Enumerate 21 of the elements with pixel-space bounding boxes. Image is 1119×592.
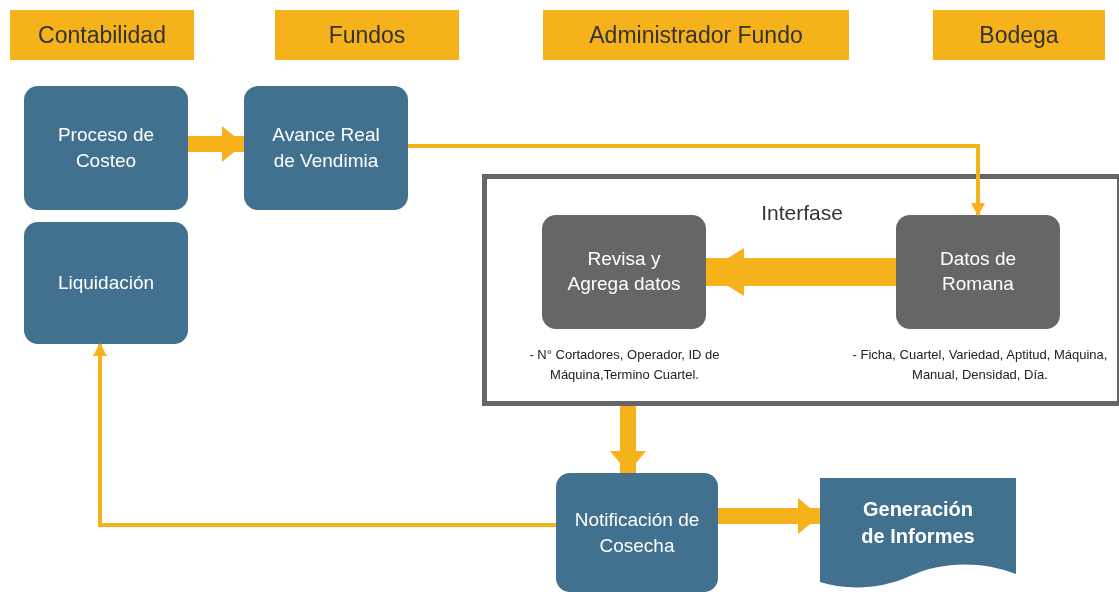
connector-arrow xyxy=(408,144,985,216)
process-box: Liquidación xyxy=(24,222,188,344)
lane-header: Bodega xyxy=(933,10,1105,60)
block-arrow xyxy=(610,406,646,473)
process-box: Proceso de Costeo xyxy=(24,86,188,210)
note-text: - N° Cortadores, Operador, ID de Máquina,Termino Cuartel. xyxy=(528,346,721,385)
process-box: Avance Real de Vendimia xyxy=(244,86,408,210)
process-box: Datos de Romana xyxy=(896,215,1060,329)
process-box: Notificación de Cosecha xyxy=(556,473,718,592)
process-box: Revisa y Agrega datos xyxy=(542,215,706,329)
box-label: Generación de Informes xyxy=(860,497,976,549)
note-text: - Ficha, Cuartel, Variedad, Aptitud, Máquina, Manual, Densidad, Día. xyxy=(851,346,1109,385)
block-arrow xyxy=(188,126,244,162)
lane-header: Administrador Fundo xyxy=(543,10,849,60)
panel-title: Interfase xyxy=(760,201,844,225)
lane-header: Fundos xyxy=(275,10,459,60)
lane-header: Contabilidad xyxy=(10,10,194,60)
block-arrow xyxy=(718,498,820,534)
block-arrow xyxy=(706,248,896,296)
connector-arrow xyxy=(93,343,556,527)
interface-panel xyxy=(482,174,1119,406)
